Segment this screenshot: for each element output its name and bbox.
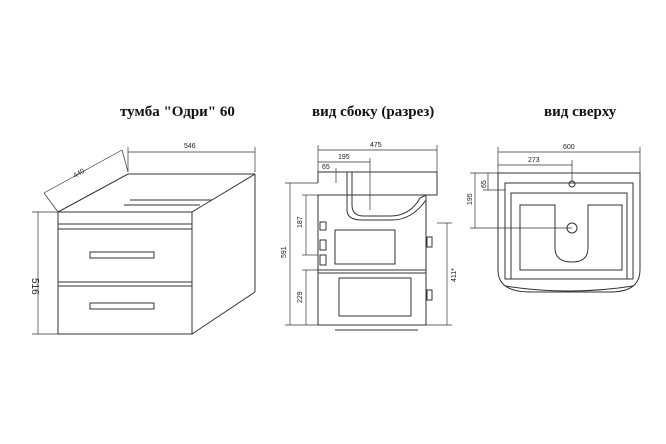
cabinet-front-face [57, 211, 193, 335]
front-view-cabinet [57, 173, 256, 335]
dim-side-591: 591 [281, 246, 288, 258]
top-basin-outline [497, 172, 641, 293]
dim-top-273: 273 [528, 157, 540, 164]
dim-top-195: 195 [467, 193, 474, 205]
dim-front-width: 546 [184, 143, 196, 150]
front-view-title: тумба "Одри" 60 [120, 104, 235, 120]
dim-front-height: 516 [29, 278, 40, 295]
top-drawer-handle [89, 251, 155, 259]
dim-side-65: 65 [322, 164, 330, 171]
dim-top-65: 65 [481, 180, 488, 188]
dim-side-411: 411* [451, 268, 458, 282]
side-bottom-drawer [338, 277, 412, 317]
dim-side-total: 475 [370, 142, 382, 149]
top-view-title: вид сверху [544, 104, 617, 120]
dim-side-229: 229 [297, 291, 304, 303]
top-view-outline [497, 172, 641, 293]
side-view-section [317, 171, 438, 331]
bottom-drawer-handle [89, 302, 155, 310]
dim-top-width: 600 [563, 144, 575, 151]
top-bowl [519, 204, 623, 271]
dim-side-195: 195 [338, 154, 350, 161]
side-view-title: вид сбоку (разрез) [312, 104, 435, 120]
top-cabinet-body [504, 182, 634, 280]
dim-side-187: 187 [297, 216, 304, 228]
side-cabinet-body [317, 194, 427, 326]
dim-front-depth: 440 [73, 168, 87, 180]
side-top-drawer [334, 229, 396, 265]
